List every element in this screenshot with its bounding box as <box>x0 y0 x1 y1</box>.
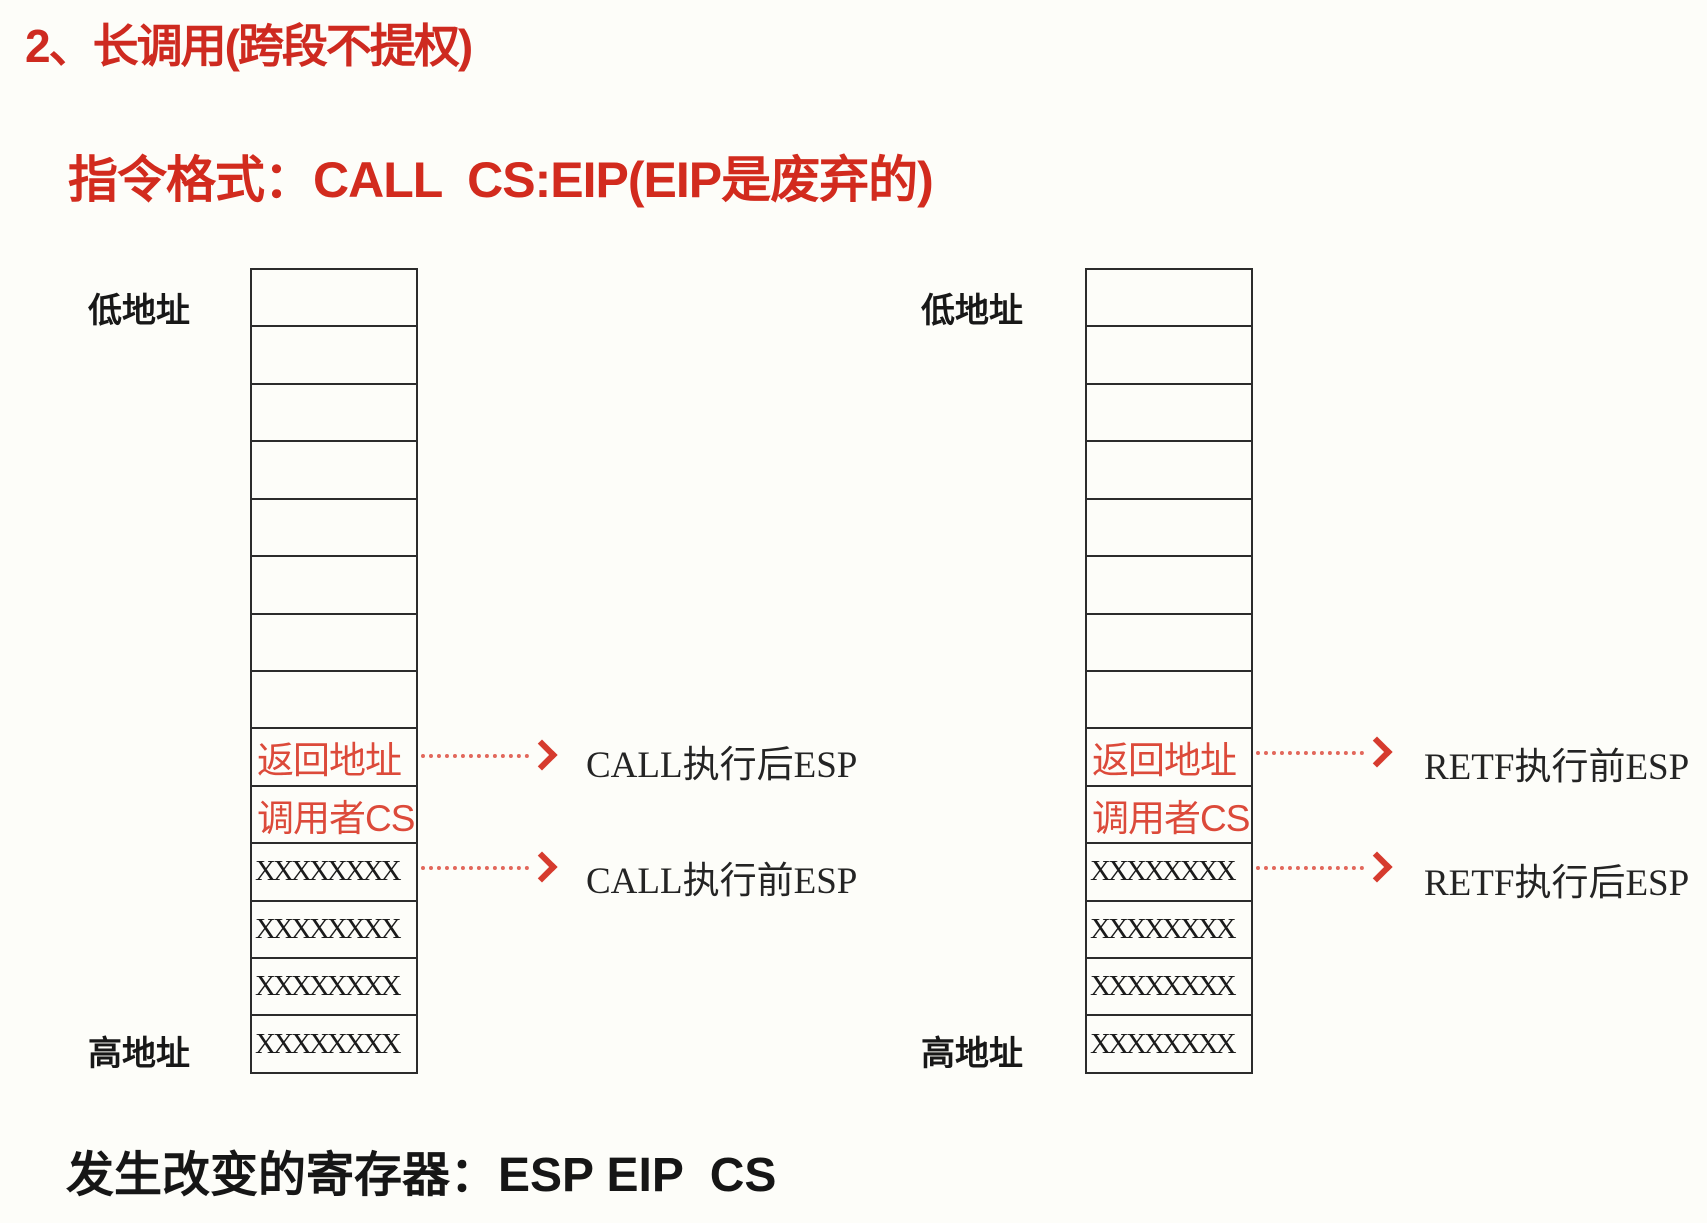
stack-cell-return-address: 返回地址 <box>1087 729 1251 787</box>
arrow-right-icon <box>1361 851 1393 883</box>
stack-cell-empty <box>252 557 416 615</box>
stack-cell-caller-cs: 调用者CS <box>252 787 416 845</box>
arrow-right-icon <box>1361 736 1393 768</box>
dotted-arrow-line <box>421 866 529 870</box>
stack-cell-empty <box>1087 500 1251 558</box>
slide-title: 2、长调用(跨段不提权) <box>25 20 473 72</box>
stack-diagram-retf: 返回地址 调用者CS XXXXXXXX XXXXXXXX XXXXXXXX XX… <box>1085 268 1253 1074</box>
stack-cell-caller-cs: 调用者CS <box>1087 787 1251 845</box>
esp-after-call-label: CALL执行后ESP <box>586 745 858 786</box>
esp-before-retf-label: RETF执行前ESP <box>1424 747 1690 788</box>
stack-cell-empty <box>252 500 416 558</box>
esp-after-retf-label: RETF执行后ESP <box>1424 863 1690 904</box>
high-address-label-right: 高地址 <box>921 1035 1023 1073</box>
stack-cell-empty <box>1087 385 1251 443</box>
low-address-label-left: 低地址 <box>88 292 190 330</box>
esp-before-call-label: CALL执行前ESP <box>586 861 858 902</box>
changed-registers-line: 发生改变的寄存器：ESP EIP CS <box>66 1149 777 1202</box>
stack-cell-xxxxxxxx: XXXXXXXX <box>1090 1027 1237 1060</box>
stack-cell-xxxxxxxx: XXXXXXXX <box>1087 844 1251 902</box>
stack-cell-xxxxxxxx: XXXXXXXX <box>252 902 416 960</box>
stack-cell-return-address: 返回地址 <box>252 729 416 787</box>
stack-cell-xxxxxxxx: XXXXXXXX <box>255 1027 402 1060</box>
stack-cell-empty <box>252 385 416 443</box>
stack-cell-empty <box>252 442 416 500</box>
stack-cell-empty <box>252 270 416 328</box>
dotted-arrow-line <box>1256 751 1364 755</box>
instruction-format-line: 指令格式：CALL CS:EIP(EIP是废弃的) <box>68 152 934 208</box>
stack-cell-xxxxxxxx: XXXXXXXX <box>252 844 416 902</box>
stack-cell-empty <box>252 327 416 385</box>
stack-cell-empty <box>252 672 416 730</box>
arrow-right-icon <box>526 739 558 771</box>
stack-diagram-call: 返回地址 调用者CS XXXXXXXX XXXXXXXX XXXXXXXX XX… <box>250 268 418 1074</box>
low-address-label-right: 低地址 <box>921 292 1023 330</box>
stack-cell-xxxxxxxx: XXXXXXXX <box>252 959 416 1017</box>
stack-cell-xxxxxxxx: XXXXXXXX <box>1087 959 1251 1017</box>
dotted-arrow-line <box>421 754 529 758</box>
dotted-arrow-line <box>1256 866 1364 870</box>
stack-cell-empty <box>1087 615 1251 672</box>
stack-cell-empty <box>1087 672 1251 730</box>
stack-cell-xxxxxxxx: XXXXXXXX <box>1087 902 1251 960</box>
stack-cell-empty <box>1087 442 1251 500</box>
stack-cell-empty <box>252 615 416 672</box>
stack-cell-empty <box>1087 327 1251 385</box>
high-address-label-left: 高地址 <box>88 1035 190 1073</box>
stack-cell-empty <box>1087 557 1251 615</box>
stack-cell-empty <box>1087 270 1251 328</box>
arrow-right-icon <box>526 851 558 883</box>
